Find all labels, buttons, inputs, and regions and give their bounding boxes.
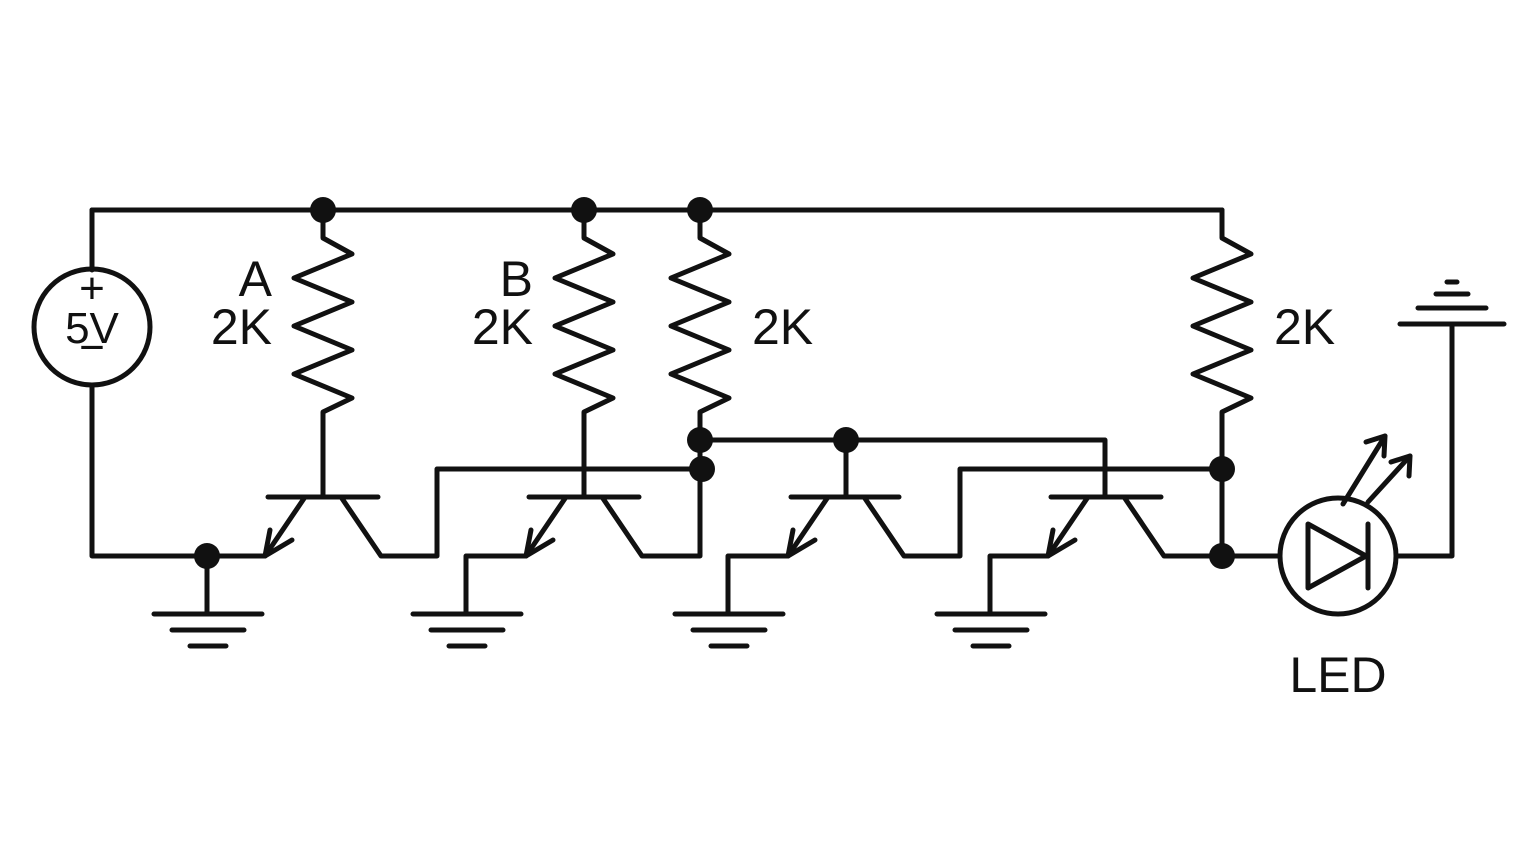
junction-dot <box>1209 456 1235 482</box>
ground-symbol-4 <box>934 611 1048 649</box>
transistor-3 <box>725 466 1225 617</box>
ground-symbol-1 <box>151 611 265 649</box>
led-triangle <box>1305 521 1369 591</box>
led-circle <box>1277 495 1399 617</box>
resistor-a-value: 2K <box>211 299 272 355</box>
ground-symbol-3 <box>672 611 786 649</box>
junction-dot <box>310 197 336 223</box>
junction-dot <box>687 427 713 453</box>
junction-dot <box>689 456 715 482</box>
resistor-a-zigzag <box>291 207 355 500</box>
resistor-a-name: A <box>239 251 273 307</box>
resistor-4-value: 2K <box>1274 299 1335 355</box>
transistor-4 <box>987 494 1283 617</box>
resistor-3-value: 2K <box>752 299 813 355</box>
transistor-3-emitter-ground-wire <box>725 553 791 617</box>
led: LED <box>1277 321 1455 703</box>
transistor-3-collector <box>861 466 1225 559</box>
source-plus-sign: + <box>79 264 105 313</box>
voltage-source: + 5V − <box>31 207 268 559</box>
resistor-b-name: B <box>500 251 533 307</box>
transistor-1 <box>204 466 705 617</box>
transistor-2 <box>463 437 703 617</box>
ground-symbol-top <box>1397 279 1507 327</box>
transistor-1-emitter-arrow <box>262 527 295 559</box>
junction-dot <box>1209 543 1235 569</box>
source-bottom-wire <box>89 382 268 559</box>
led-light-arrow-2 <box>1365 453 1413 505</box>
transistor-1-collector <box>338 466 705 559</box>
transistor-2-collector <box>599 437 703 559</box>
resistor-b: B 2K <box>472 207 616 500</box>
resistor-b-zigzag <box>552 207 616 500</box>
junction-dot <box>571 197 597 223</box>
transistor-2-emitter-ground-wire <box>463 553 529 617</box>
resistor-a: A 2K <box>211 207 355 500</box>
junction-dot <box>687 197 713 223</box>
resistor-4: 2K <box>1190 207 1335 559</box>
resistor-b-value: 2K <box>472 299 533 355</box>
resistor-3: 2K <box>668 207 813 443</box>
transistor-4-emitter-ground-wire <box>987 553 1051 617</box>
led-out-wire <box>1393 321 1455 559</box>
transistor-4-emitter <box>1045 494 1091 559</box>
junction-dot <box>194 543 220 569</box>
transistor-1-emitter <box>262 494 308 559</box>
led-label: LED <box>1289 647 1386 703</box>
transistor-2-emitter <box>523 494 569 559</box>
led-light-arrow-1 <box>1340 433 1388 507</box>
source-value-label: 5V <box>65 304 119 353</box>
resistor-3-zigzag <box>668 207 732 443</box>
transistor-4-collector <box>1121 494 1283 559</box>
source-minus-sign: − <box>79 323 105 372</box>
junction-dot <box>833 427 859 453</box>
transistor-3-emitter <box>785 494 831 559</box>
resistor-4-zigzag <box>1190 207 1254 559</box>
ground-symbol-2 <box>410 611 524 649</box>
